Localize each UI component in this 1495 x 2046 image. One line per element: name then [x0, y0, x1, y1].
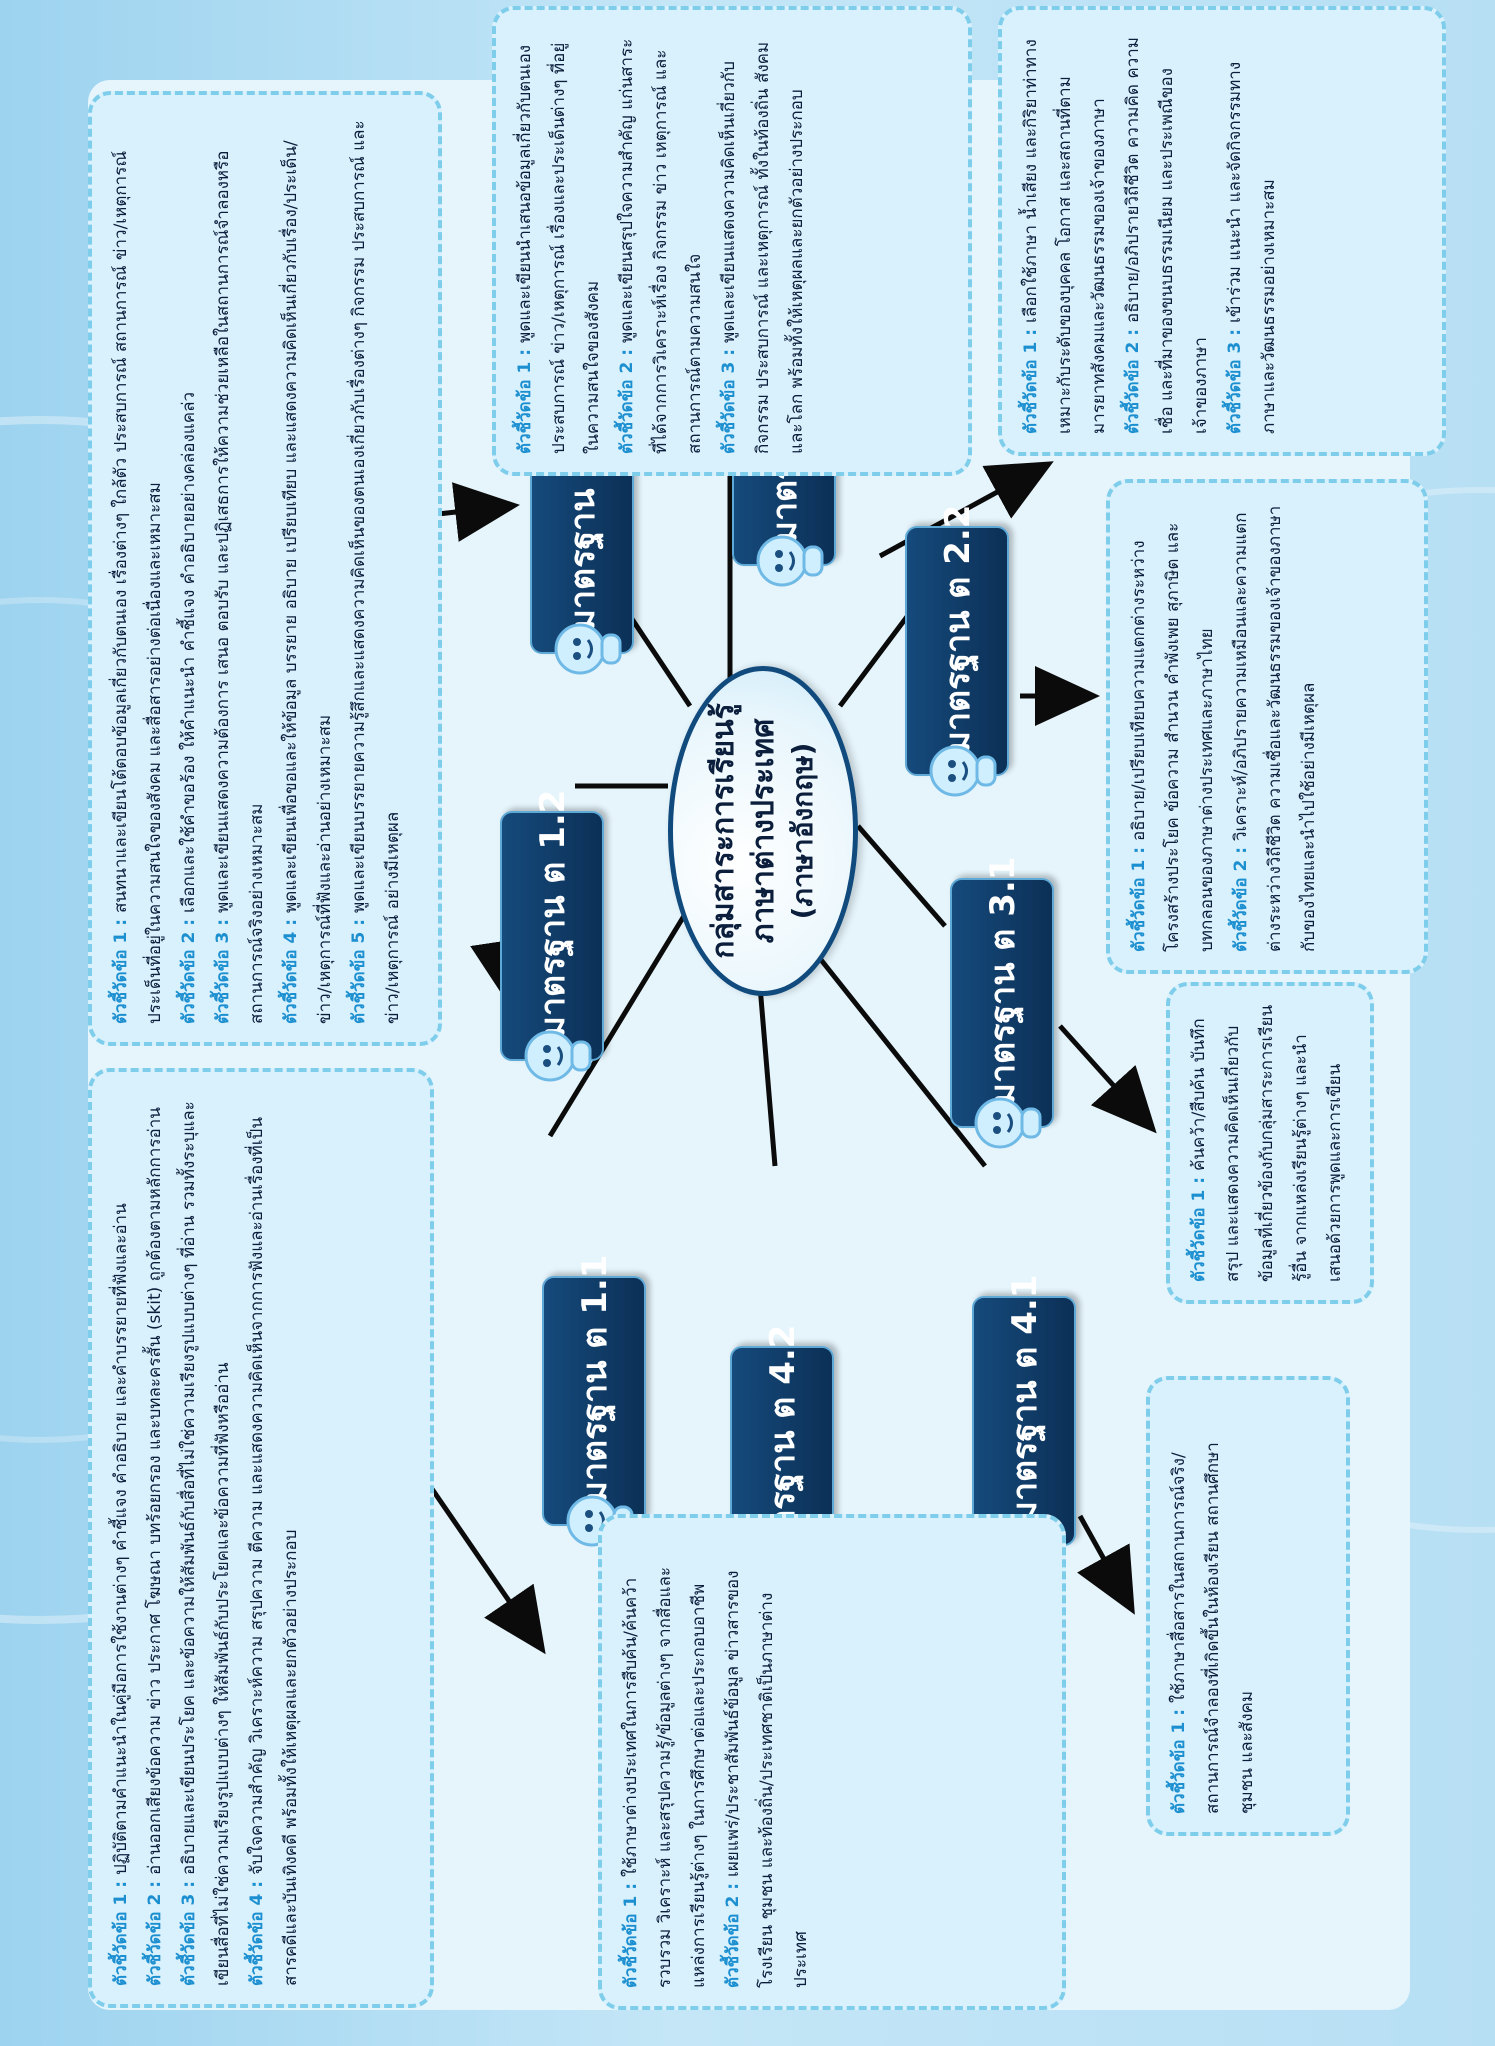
standard-node-3-1: มาตรฐาน ต 3.1 — [950, 857, 1054, 1149]
indicator-box-3-1: ตัวชี้วัดข้อ 1 :ค้นคว้า/สืบค้น บันทึก สร… — [1166, 982, 1374, 1304]
indicator-box-1-2: ตัวชี้วัดข้อ 1 :สนทนาและเขียนโต้ตอบข้อมู… — [88, 91, 442, 1046]
indicator-label: ตัวชี้วัดข้อ 1 : — [621, 1882, 641, 1988]
standard-label-4-1: มาตรฐาน ต 4.1 — [1005, 1274, 1045, 1524]
indicator-label: ตัวชี้วัดข้อ 2 : — [1123, 328, 1143, 434]
indicator-4-1-1: ตัวชี้วัดข้อ 1 :ใช้ภาษาสื่อสารในสถานการณ… — [1162, 1398, 1264, 1814]
arrow-s11 — [427, 1484, 546, 1655]
center-title-line3: (ภาษาอังกฤษ) — [786, 742, 819, 920]
indicator-label: ตัวชี้วัดข้อ 2 : — [179, 918, 199, 1024]
indicator-1-3-3: ตัวชี้วัดข้อ 3 :พูดและเขียนแสดงความคิดเห… — [712, 28, 814, 454]
link-hub-s22 — [838, 604, 917, 708]
indicator-label: ตัวชี้วัดข้อ 1 : — [515, 348, 535, 454]
standard-node-1-3: มาตรฐาน ต 1.3 — [530, 383, 634, 675]
mascot-icon — [756, 535, 824, 587]
indicator-label: ตัวชี้วัดข้อ 2 : — [617, 348, 637, 454]
indicator-text: พูดและเขียนบรรยายความรู้สึกและแสดงความคิ… — [349, 120, 403, 1024]
indicator-1-1-3: ตัวชี้วัดข้อ 3 :อธิบายและเขียนประโยค และ… — [172, 1090, 240, 1986]
indicator-1-1-1: ตัวชี้วัดข้อ 1 : ปฏิบัติตามคำแนะนำในคู่มื… — [104, 1090, 138, 1986]
indicator-box-4-1: ตัวชี้วัดข้อ 1 :ใช้ภาษาสื่อสารในสถานการณ… — [1146, 1376, 1350, 1836]
standard-node-2-2: มาตรฐาน ต 2.2 — [905, 505, 1009, 797]
indicator-1-2-4: ตัวชี้วัดข้อ 4 :พูดและเขียนเพื่อขอและให้… — [274, 113, 342, 1024]
indicator-text: สนทนาและเขียนโต้ตอบข้อมูลเกี่ยวกับตนเอง … — [111, 150, 165, 1024]
indicator-1-1-4: ตัวชี้วัดข้อ 4 :จับใจความสำคัญ วิเคราะห์… — [240, 1090, 308, 1986]
indicator-box-4-2: ตัวชี้วัดข้อ 1 :ใช้ภาษาต่างประเทศในการสื… — [598, 1514, 1066, 2010]
indicator-4-2-2: ตัวชี้วัดข้อ 2 :เผยแพร่/ประชาสัมพันธ์ข้อ… — [716, 1536, 818, 1988]
indicator-2-2-2: ตัวชี้วัดข้อ 2 :วิเคราะห์/อภิปรายความเหม… — [1224, 501, 1326, 952]
indicator-label: ตัวชี้วัดข้อ 3 : — [719, 348, 739, 454]
arrow-s31 — [1058, 1024, 1157, 1134]
indicator-box-1-1: ตัวชี้วัดข้อ 1 : ปฏิบัติตามคำแนะนำในคู่มื… — [88, 1068, 434, 2008]
indicator-1-2-5: ตัวชี้วัดข้อ 5 :พูดและเขียนบรรยายความรู้… — [342, 113, 410, 1024]
center-node: กลุ่มสาระการเรียนรู้ ภาษาต่างประเทศ (ภาษ… — [668, 666, 858, 996]
indicator-label: ตัวชี้วัดข้อ 5 : — [349, 918, 369, 1024]
indicator-1-3-1: ตัวชี้วัดข้อ 1 :พูดและเขียนนำเสนอข้อมูลเ… — [508, 28, 610, 454]
indicator-text: พูดและเขียนแสดงความต้องการ เสนอ ตอบรับ แ… — [213, 150, 267, 1024]
standard-node-2-1: มาตรฐาน ต 2.1 — [732, 295, 836, 587]
indicator-text: ค้นคว้า/สืบค้น บันทึก สรุป และแสดงความคิ… — [1189, 1004, 1345, 1282]
indicator-text: อธิบายและเขียนประโยค และข้อความให้สัมพัน… — [179, 1101, 233, 1986]
indicator-label: ตัวชี้วัดข้อ 1 : — [111, 918, 131, 1024]
indicator-label: ตัวชี้วัดข้อ 4 : — [281, 918, 301, 1024]
indicator-box-2-1: ตัวชี้วัดข้อ 1 :เลือกใช้ภาษา น้ำเสียง แล… — [998, 6, 1446, 456]
standard-label-3-1: มาตรฐาน ต 3.1 — [983, 856, 1023, 1106]
indicator-2-1-3: ตัวชี้วัดข้อ 3 :เข้าร่วม แนะนำ และจัดกิจ… — [1218, 28, 1286, 434]
indicator-2-1-1: ตัวชี้วัดข้อ 1 :เลือกใช้ภาษา น้ำเสียง แล… — [1014, 28, 1116, 434]
indicator-text: พูดและเขียนเพื่อขอและให้ข้อมูล บรรยาย อธ… — [281, 140, 335, 1024]
indicator-3-1-1: ตัวชี้วัดข้อ 1 :ค้นคว้า/สืบค้น บันทึก สร… — [1182, 1004, 1352, 1282]
link-hub-s11 — [547, 904, 693, 1138]
mascot-icon — [524, 1030, 592, 1082]
center-title-line1: กลุ่มสาระการเรียนรู้ — [706, 703, 741, 959]
mascot-icon — [554, 623, 622, 675]
indicator-label: ตัวชี้วัดข้อ 3 : — [213, 918, 233, 1024]
indicator-2-1-2: ตัวชี้วัดข้อ 2 :อธิบาย/อภิปรายวิถีชีวิต … — [1116, 28, 1218, 434]
indicator-1-2-3: ตัวชี้วัดข้อ 3 :พูดและเขียนแสดงความต้องก… — [206, 113, 274, 1024]
center-title-line2: ภาษาต่างประเทศ — [746, 718, 781, 944]
indicator-1-2-1: ตัวชี้วัดข้อ 1 :สนทนาและเขียนโต้ตอบข้อมู… — [104, 113, 172, 1024]
indicator-label: ตัวชี้วัดข้อ 1 : — [111, 1880, 131, 1986]
indicator-label: ตัวชี้วัดข้อ 1 : — [1189, 1176, 1209, 1282]
indicator-2-2-1: ตัวชี้วัดข้อ 1 :อธิบาย/เปรียบเทียบความแต… — [1122, 501, 1224, 952]
indicator-label: ตัวชี้วัดข้อ 2 : — [1231, 846, 1251, 952]
indicator-label: ตัวชี้วัดข้อ 1 : — [1021, 328, 1041, 434]
standard-label-2-2: มาตรฐาน ต 2.2 — [938, 504, 978, 754]
indicator-label: ตัวชี้วัดข้อ 3 : — [179, 1880, 199, 1986]
indicator-1-2-2: ตัวชี้วัดข้อ 2 : เลือกและใช้คำขอร้อง ให้ค… — [172, 113, 206, 1024]
link-hub-s41 — [808, 944, 987, 1168]
link-hub-s42 — [757, 985, 778, 1167]
indicator-box-2-2: ตัวชี้วัดข้อ 1 :อธิบาย/เปรียบเทียบความแต… — [1106, 479, 1428, 974]
mascot-icon — [974, 1097, 1042, 1149]
indicator-label: ตัวชี้วัดข้อ 4 : — [247, 1880, 267, 1986]
indicator-text: จับใจความสำคัญ วิเคราะห์ความ สรุปความ ตี… — [247, 1117, 301, 1986]
indicator-label: ตัวชี้วัดข้อ 1 : — [1129, 846, 1149, 952]
standard-node-4-1: มาตรฐาน ต 4.1 — [972, 1275, 1076, 1567]
indicator-text: อ่านออกเสียงข้อความ ข่าว ประกาศ โฆษณา บท… — [145, 1107, 165, 1875]
indicator-label: ตัวชี้วัดข้อ 2 : — [723, 1882, 743, 1988]
standard-node-1-1: มาตรฐาน ต 1.1 — [542, 1255, 646, 1547]
link-hub-s31 — [856, 824, 947, 928]
indicator-text: ปฏิบัติตามคำแนะนำในคู่มือการใช้งานต่างๆ … — [111, 1203, 131, 1875]
indicator-box-1-3: ตัวชี้วัดข้อ 1 :พูดและเขียนนำเสนอข้อมูลเ… — [492, 6, 972, 476]
indicator-label: ตัวชี้วัดข้อ 3 : — [1225, 328, 1245, 434]
standard-label-1-1: มาตรฐาน ต 1.1 — [575, 1254, 615, 1504]
indicator-1-1-2: ตัวชี้วัดข้อ 2 : อ่านออกเสียงข้อความ ข่าว… — [138, 1090, 172, 1986]
mascot-icon — [929, 745, 997, 797]
standard-node-1-2: มาตรฐาน ต 1.2 — [500, 790, 604, 1082]
indicator-4-2-1: ตัวชี้วัดข้อ 1 :ใช้ภาษาต่างประเทศในการสื… — [614, 1536, 716, 1988]
standard-label-1-2: มาตรฐาน ต 1.2 — [533, 789, 573, 1039]
indicator-label: ตัวชี้วัดข้อ 1 : — [1169, 1708, 1189, 1814]
indicator-1-3-2: ตัวชี้วัดข้อ 2 :พูดและเขียนสรุปใจความสำค… — [610, 28, 712, 454]
arrow-s41 — [1077, 1514, 1135, 1615]
indicator-label: ตัวชี้วัดข้อ 2 : — [145, 1880, 165, 1986]
indicator-text: เลือกและใช้คำขอร้อง ให้คำแนะนำ คำชี้แจง … — [179, 391, 199, 913]
